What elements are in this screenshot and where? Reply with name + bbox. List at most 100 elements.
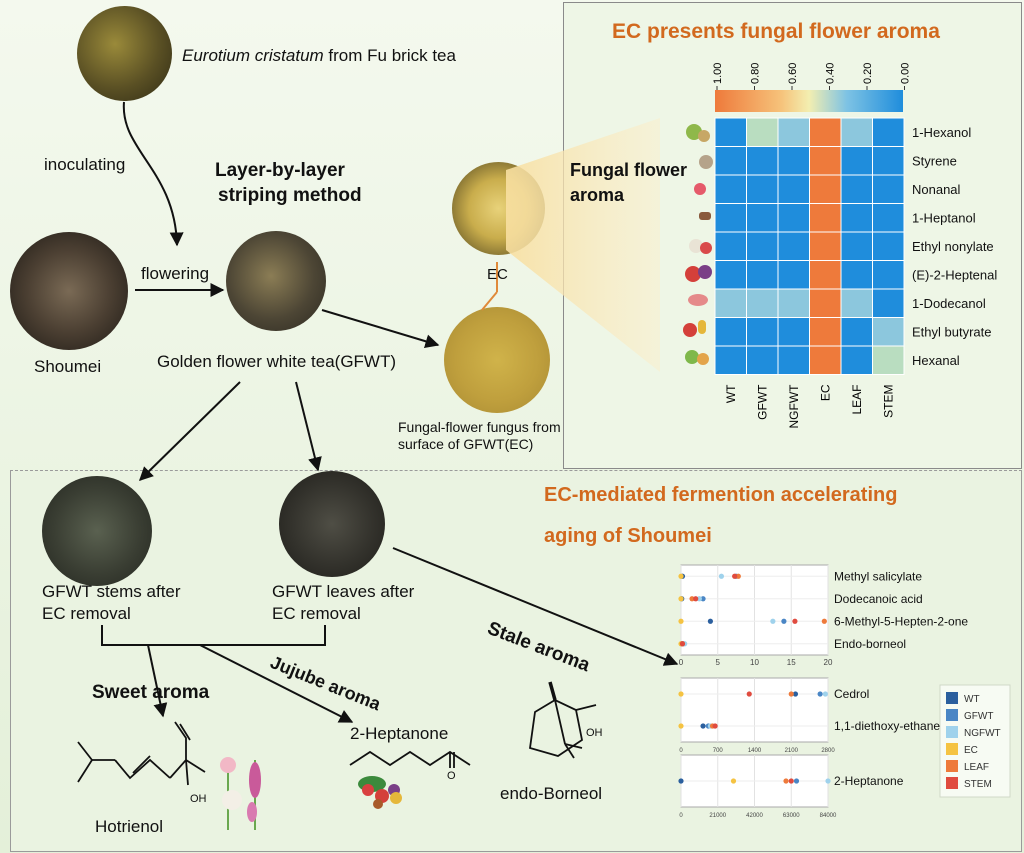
shoumei-photo (10, 232, 128, 350)
heatmap-title: EC presents fungal flower aroma (612, 20, 940, 43)
dotplot-point (678, 691, 684, 697)
heatmap-cell (714, 174, 747, 204)
dotplot-point (770, 618, 776, 624)
colorbar-tick-label: 0.60 (787, 63, 799, 84)
dotplot-row-label: 1,1-diethoxy-ethane (834, 719, 940, 733)
dotplot-point (678, 778, 684, 784)
legend-swatch (946, 777, 958, 789)
heatmap-cell (840, 288, 873, 318)
dotplot-tick-label: 84000 (820, 813, 837, 819)
dotplot-point (693, 596, 699, 602)
heatmap-cell (777, 174, 810, 204)
fungal-flower-label-line1: Fungal flower (570, 160, 687, 180)
arrow-to-fungus (321, 309, 440, 349)
heatmap-cell (746, 260, 779, 290)
legend-label: WT (964, 694, 980, 705)
fungus-label-line1: Fungal-flower fungus from (398, 419, 561, 435)
heptanone-structure (349, 750, 471, 768)
dotplot-row-label: Dodecanoic acid (834, 592, 923, 606)
dotplot-point (781, 618, 787, 624)
gfwt-photo (226, 231, 326, 331)
dotplot-point (783, 778, 789, 784)
heatmap-cell (714, 317, 747, 347)
heatmap-cell (777, 117, 810, 147)
heatmap-cell (872, 260, 905, 290)
bottom-title-line1: EC-mediated fermention accelerating (544, 484, 898, 506)
dotplot-tick-label: 2100 (785, 748, 799, 754)
heatmap-col-label: EC (818, 384, 832, 401)
arrow-sweet (147, 644, 168, 718)
dotplot-row-label: Endo-borneol (834, 637, 906, 651)
arrow-stale (392, 547, 679, 666)
stems-photo (42, 476, 152, 586)
heatmap-cell (872, 288, 905, 318)
flowering-label: flowering (141, 264, 210, 283)
legend-label: NGFWT (964, 728, 1001, 739)
arrow-to-leaves (295, 381, 322, 472)
heatmap-col-label: GFWT (755, 384, 769, 420)
arrow-to-stems (139, 381, 241, 481)
dotplot-tick-label: 0 (679, 748, 683, 754)
heatmap-cell (872, 174, 905, 204)
dotplot-point (792, 618, 798, 624)
dotplot-point (821, 618, 827, 624)
leaves-label-line1: GFWT leaves after (272, 582, 415, 601)
heatmap-cell (777, 203, 810, 233)
stems-label-line2: EC removal (42, 604, 131, 623)
hotrienol-structure (77, 721, 206, 786)
legend-swatch (946, 726, 958, 738)
fungal-flower-label-line2: aroma (570, 185, 625, 205)
heatmap-cell (714, 203, 747, 233)
heatmap-cell (746, 231, 779, 261)
heatmap-col-label: STEM (881, 385, 895, 418)
dotplot-row-label: 2-Heptanone (834, 774, 904, 788)
dotplot-point (788, 778, 794, 784)
legend-swatch (946, 760, 958, 772)
heatmap-col-label: LEAF (850, 385, 864, 415)
dotplot-point (689, 596, 695, 602)
arrow-inoculating (122, 101, 184, 247)
heatmap-row-label: (E)-2-Heptenal (912, 268, 997, 283)
heatmap-row-label: 1-Dodecanol (912, 296, 986, 311)
legend-swatch (946, 692, 958, 704)
dotplot-point (792, 691, 799, 697)
dotplot-point (825, 778, 831, 784)
hotrienol-label: Hotrienol (95, 817, 164, 836)
heptanone-label: 2-Heptanone (350, 724, 449, 743)
heatmap-cell (840, 231, 873, 261)
shoumei-label: Shoumei (34, 357, 102, 376)
dotplot-tick-label: 42000 (746, 813, 763, 819)
legend-label: STEM (964, 779, 992, 790)
method-title-line2: striping method (218, 185, 362, 206)
heatmap-cell (809, 174, 842, 204)
heatmap-cell (840, 317, 873, 347)
heatmap-cell (840, 117, 873, 147)
dotplot-tick-label: 10 (750, 658, 759, 667)
dotplot-point (746, 691, 752, 697)
heatmap-cell (809, 260, 842, 290)
bottom-title-line2: aging of Shoumei (544, 525, 712, 547)
dotplot-tick-label: 63000 (783, 813, 800, 819)
dotplot-point (822, 691, 828, 697)
legend-label: LEAF (964, 762, 989, 773)
heatmap-cell (809, 203, 842, 233)
dotplot-tick-label: 0 (679, 813, 683, 819)
heatmap-cell (746, 288, 779, 318)
dotplot-point (679, 641, 686, 647)
dotplot-point (696, 596, 702, 602)
ec-link-line-2 (481, 291, 498, 311)
colorbar-tick-label: 0.80 (750, 63, 762, 84)
fungus-label-line2: surface of GFWT(EC) (398, 436, 534, 452)
heatmap-cell (714, 231, 747, 261)
heatmap-row-label: Styrene (912, 154, 957, 169)
highlight-beam (506, 118, 660, 372)
ec-label: EC (487, 266, 508, 283)
colorbar (715, 90, 903, 112)
dotplot-point (735, 573, 741, 579)
dotplot-point (718, 573, 725, 579)
heatmap-cell (840, 174, 873, 204)
heatmap-cell (746, 345, 779, 375)
dotplot-tick-label: 700 (713, 748, 724, 754)
